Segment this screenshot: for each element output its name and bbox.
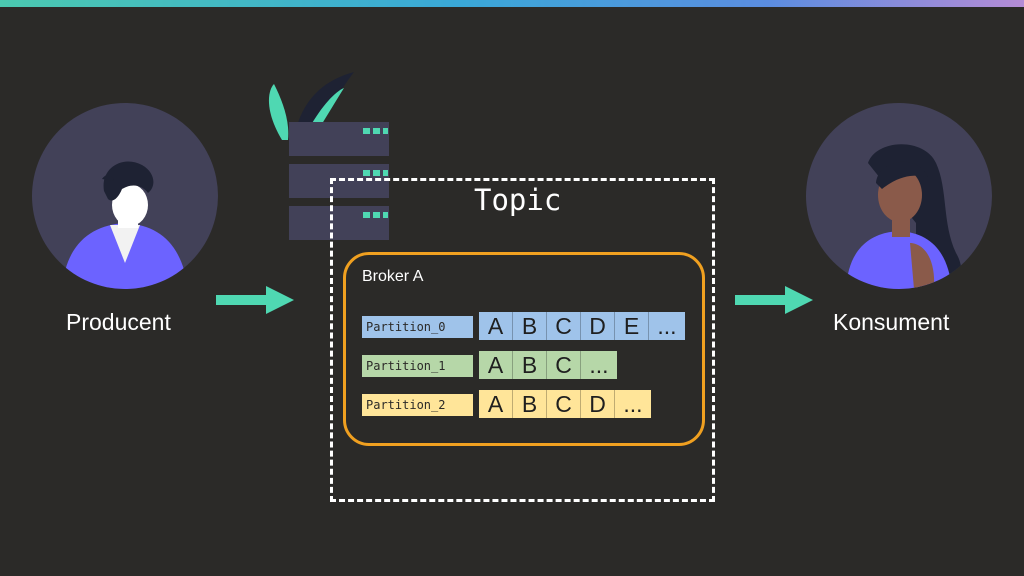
arrow-right-icon	[216, 286, 294, 314]
person-icon	[846, 144, 962, 289]
producer-avatar	[32, 103, 218, 289]
partition-cell: B	[513, 312, 547, 340]
partition-cell: E	[615, 312, 649, 340]
partition-cell: ...	[649, 312, 685, 340]
topic-title: Topic	[474, 183, 562, 217]
partition-cell: A	[479, 390, 513, 418]
partition-0-cells: A B C D E ...	[479, 312, 685, 340]
partition-label: Partition_2	[362, 394, 473, 416]
consumer-avatar	[806, 103, 992, 289]
partition-cell: ...	[581, 351, 617, 379]
partition-cell: D	[581, 390, 615, 418]
partition-cell: B	[513, 351, 547, 379]
topic-container	[330, 178, 715, 502]
partition-label: Partition_0	[362, 316, 473, 338]
broker-title: Broker A	[362, 268, 424, 285]
partition-cell: C	[547, 351, 581, 379]
partition-cell: A	[479, 351, 513, 379]
consumer-label: Konsument	[833, 309, 950, 335]
partition-cell: C	[547, 312, 581, 340]
producer-label: Producent	[66, 309, 171, 335]
partition-2-cells: A B C D ...	[479, 390, 651, 418]
broker-container	[343, 252, 705, 446]
partition-cell: C	[547, 390, 581, 418]
person-icon	[62, 161, 188, 289]
server-icon	[268, 72, 389, 240]
partition-1-cells: A B C ...	[479, 351, 617, 379]
partition-label: Partition_1	[362, 355, 473, 377]
partition-cell: D	[581, 312, 615, 340]
partition-cell: A	[479, 312, 513, 340]
partition-cell: ...	[615, 390, 651, 418]
top-gradient-bar	[0, 0, 1024, 7]
arrow-right-icon	[735, 286, 813, 314]
partition-cell: B	[513, 390, 547, 418]
